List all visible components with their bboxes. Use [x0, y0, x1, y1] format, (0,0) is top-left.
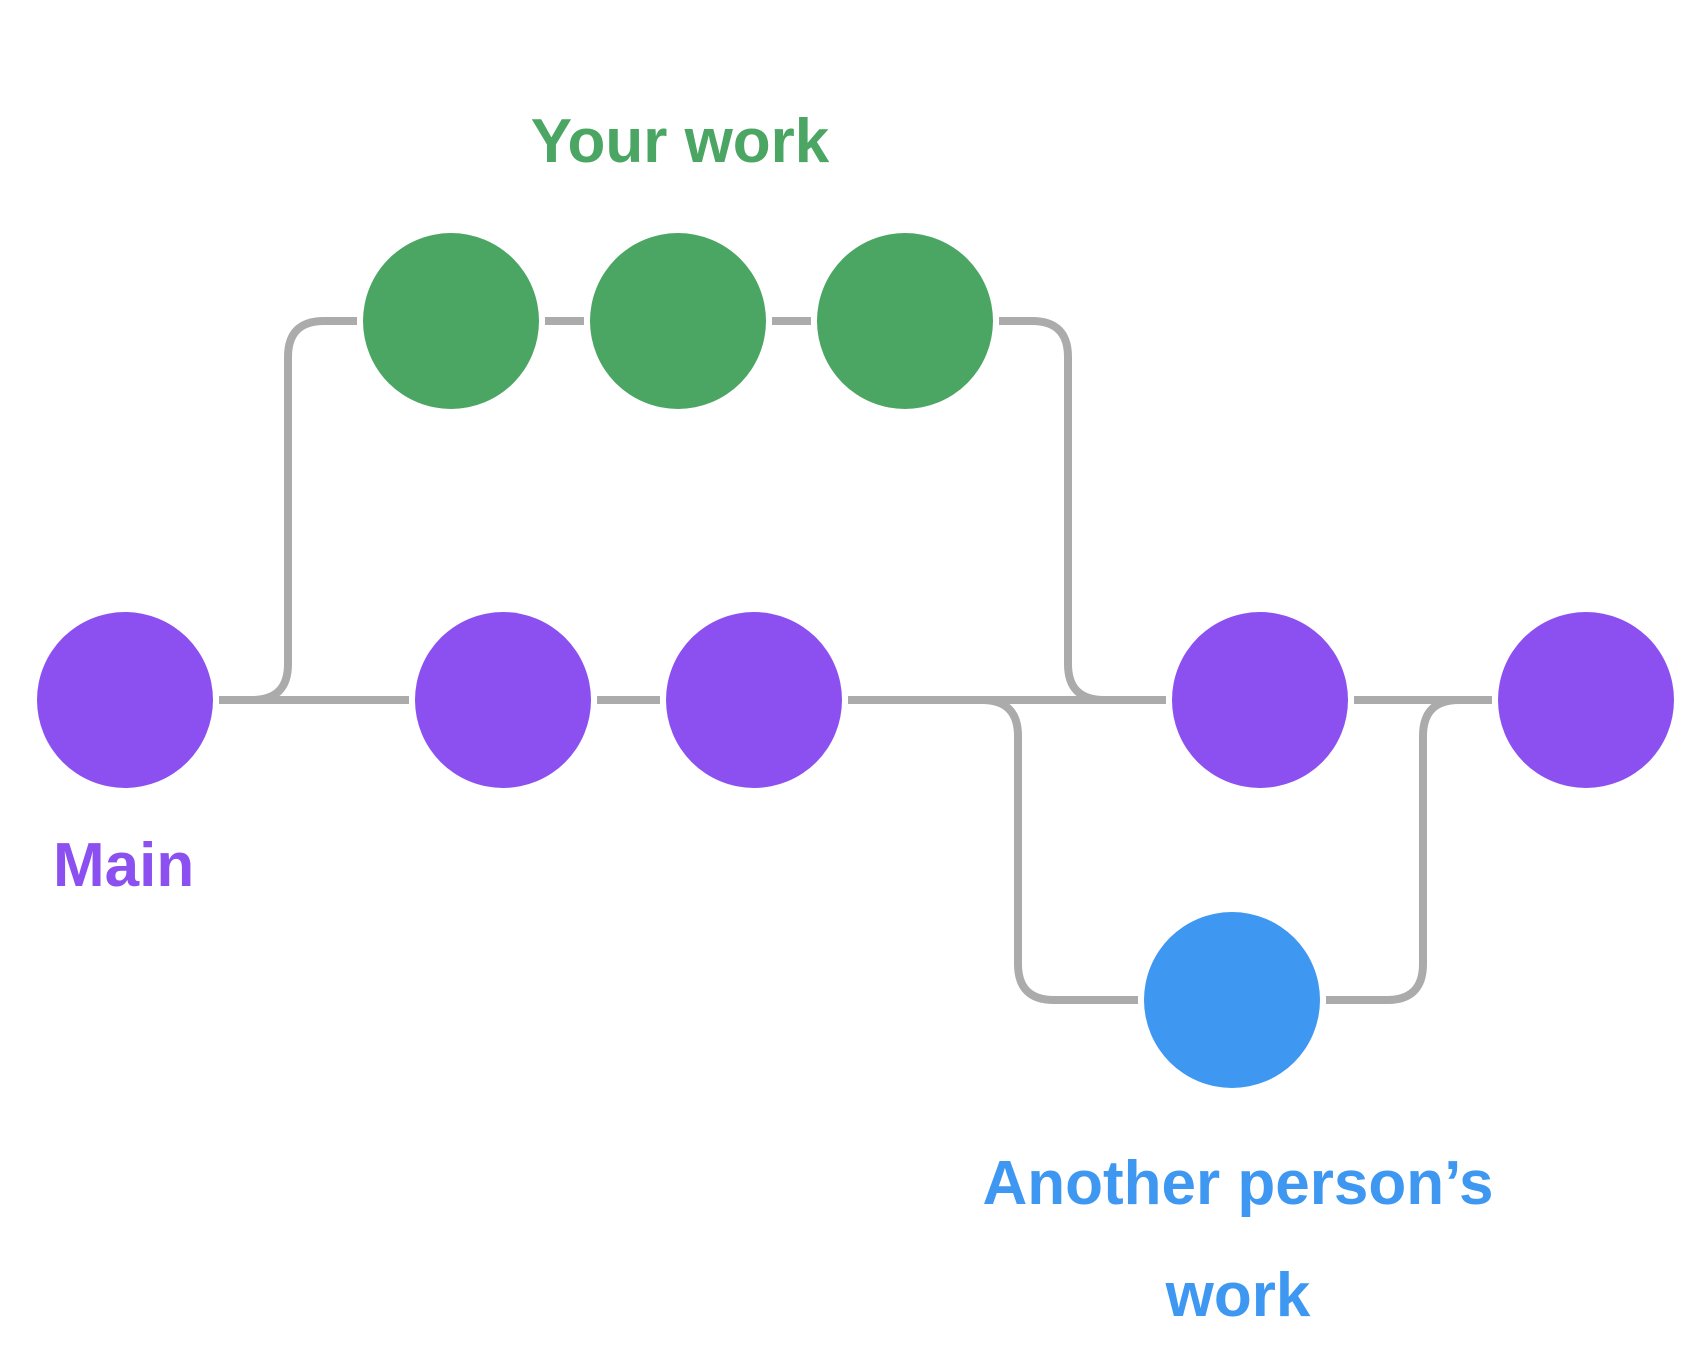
connector-your-work-branch-out — [251, 317, 357, 704]
label-your-work: Your work — [531, 107, 830, 176]
commit-node-main-3 — [666, 612, 842, 788]
commit-node-main-2 — [415, 612, 591, 788]
connector-other-branch-merge — [1326, 696, 1460, 1004]
commit-node-other-1 — [1144, 912, 1320, 1088]
label-another-persons-work-line1: Another person’s — [983, 1149, 1494, 1218]
commit-node-your-work-2 — [590, 233, 766, 409]
commit-node-your-work-1 — [363, 233, 539, 409]
main-branch-nodes — [37, 612, 1674, 788]
other-branch-nodes — [1144, 912, 1320, 1088]
commit-node-your-work-3 — [817, 233, 993, 409]
commit-node-main-5 — [1498, 612, 1674, 788]
label-another-persons-work-line2: work — [1165, 1261, 1311, 1330]
connector-your-work-branch-merge — [999, 317, 1105, 704]
commit-node-main-1 — [37, 612, 213, 788]
connector-group — [219, 317, 1492, 1004]
your-work-branch-nodes — [363, 233, 993, 409]
label-main: Main — [53, 831, 194, 900]
commit-node-main-4 — [1172, 612, 1348, 788]
connector-other-branch-out — [981, 696, 1138, 1004]
